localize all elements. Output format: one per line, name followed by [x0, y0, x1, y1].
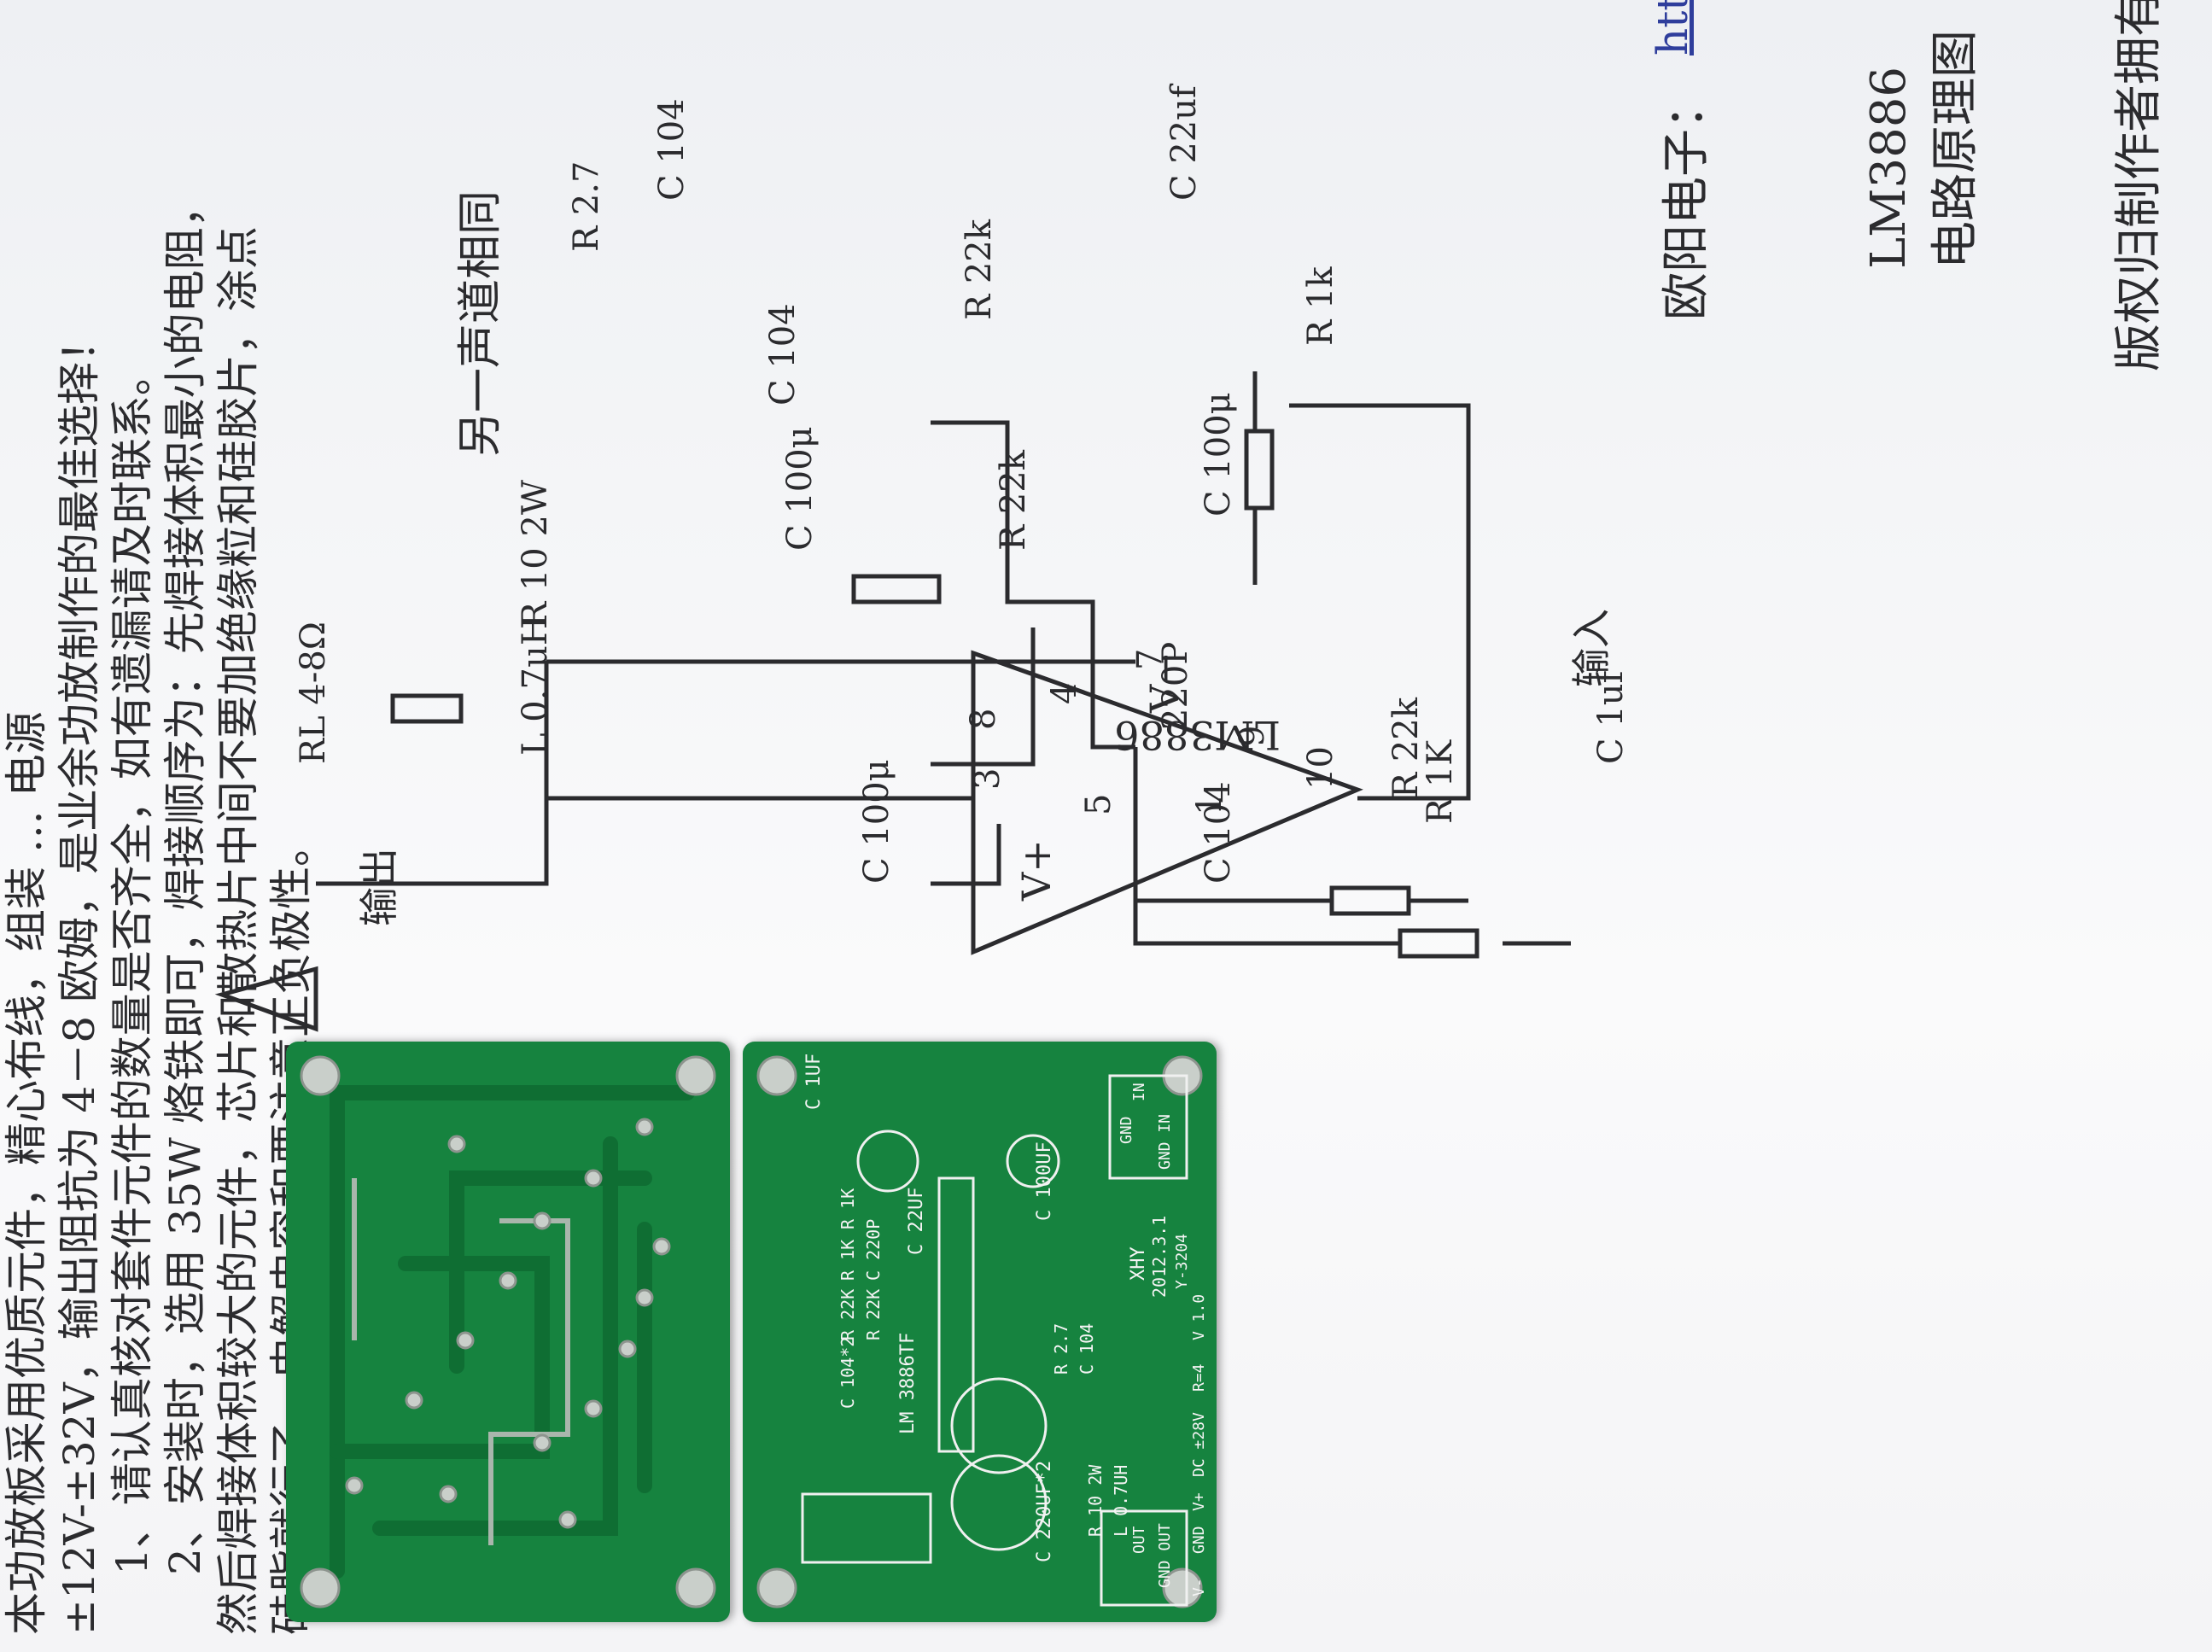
opamp-triangle [971, 650, 1363, 955]
cmp-c22uf: C 22uf [1164, 83, 1204, 201]
pin-1: 1 [1190, 794, 1229, 815]
pcb-silk-in: IN [1130, 1083, 1148, 1101]
pcb-top-side: C 1UF 63V LM 3886TF C 220UF*2 C 100UF C … [743, 1008, 1217, 1622]
pcb-silk-xhy: XHY [1128, 1246, 1149, 1281]
input-label: 输入 [1568, 609, 1614, 687]
pcb-bottom-traces [300, 1055, 716, 1608]
cmp-r1k: R 1K [1421, 739, 1460, 824]
cmp-c100u-b: C 100μ [780, 426, 820, 551]
shop-label: 欧阳电子： [1659, 81, 1714, 320]
cmp-c100u-a: C 100μ [857, 759, 896, 884]
cmp-r1k-b: R 1k [1301, 266, 1340, 346]
pcb-silk-r22k-a: R 22K [838, 1289, 858, 1340]
pcb-silk-r22k-b: R 22K [863, 1289, 884, 1340]
pcb-silk-vpos: V+ [1190, 1492, 1208, 1511]
pcb-silk-l07: L 0.7UH [1111, 1465, 1131, 1537]
pcb-silk-r27: R 2.7 [1051, 1323, 1071, 1375]
schematic-title-2: 电路原理图 [1928, 30, 1983, 269]
cmp-c100u-c: C 100μ [1199, 392, 1238, 517]
pcb-bottom-side [286, 1042, 730, 1622]
cmp-r22k-fb: R 22k [994, 449, 1033, 551]
pin-9: 9 [1233, 726, 1272, 747]
cmp-c1uf: C 1uf [1591, 668, 1631, 764]
supply-pos: V+ [1013, 839, 1059, 902]
pcb-silk-model: Y-3204 [1173, 1234, 1191, 1289]
pcb-silk-lm3886: LM 3886TF [897, 1333, 919, 1434]
cmp-c104-c: C 104 [652, 98, 692, 201]
pcb-silk-r10: R 10 2W [1085, 1464, 1106, 1537]
pin-5: 5 [1079, 794, 1118, 815]
pcb-silk-vneg: V- [1190, 1578, 1208, 1597]
other-channel-note: 另一声道相同 [455, 190, 506, 457]
pin-4: 4 [1045, 683, 1084, 704]
pin-8: 8 [964, 709, 1003, 730]
speaker-icon [214, 966, 318, 1032]
shop-url-link[interactable]: http://shop35388463.taobao.com/ [1648, 0, 1697, 55]
supply-neg: V− [1141, 651, 1188, 714]
pin-7: 7 [1130, 649, 1170, 670]
pcb-silk-gnd-b: GND [1190, 1526, 1208, 1554]
copyright-line: 版权归制作者拥有 [2111, 0, 2167, 371]
pcb-silk-c104x2: C 104*2 [838, 1337, 858, 1409]
pcb-silk-v10: V 1.0 [1190, 1294, 1208, 1340]
pcb-silk-r1k-a: R 1K [838, 1240, 858, 1281]
pcb-top-silkscreen: C 1UF 63V LM 3886TF C 220UF*2 C 100UF C … [756, 1008, 1208, 1608]
pcb-silk-c220uf: C 220UF*2 [1034, 1461, 1055, 1562]
cmp-r10-2w: R 10 2W [516, 480, 555, 628]
cmp-r27: R 2.7 [567, 161, 606, 252]
cmp-c104-b: C 104 [763, 303, 803, 406]
pin-3: 3 [968, 768, 1007, 790]
output-label: 输出 [356, 848, 402, 926]
pcb-silk-c104: C 104 [1077, 1323, 1097, 1375]
pcb-bottom-pads [300, 1055, 716, 1608]
pcb-silk-c22uf: C 22UF [906, 1188, 927, 1255]
chip-label: LM3886 [1114, 712, 1281, 758]
cmp-c104-a: C 104 [1199, 781, 1238, 884]
pcb-silk-c100uf: C 100UF [1034, 1141, 1055, 1221]
cmp-220p: 220P [1156, 642, 1195, 730]
cmp-rl: RL 4-8Ω [294, 622, 333, 764]
pcb-silk-c220p: C 220P [863, 1219, 884, 1281]
pcb-silk-r1k-b: R 1K [838, 1188, 858, 1229]
schematic-title-1: LM3886 [1861, 66, 1917, 269]
cmp-r22k-in: R 22k [1386, 697, 1426, 798]
pcb-silk-out: OUT [1130, 1526, 1148, 1554]
cmp-l07: L 0.7μH [516, 616, 555, 756]
pcb-silk-dc: DC ±28V [1190, 1412, 1208, 1477]
pin-10: 10 [1301, 746, 1340, 790]
pcb-silk-r4: R=4 [1190, 1363, 1208, 1392]
pcb-silk-gnd-in: GND IN [1156, 1114, 1174, 1170]
cmp-r22k-b: R 22k [960, 219, 999, 320]
pcb-silk-date: 2012.3.1 [1149, 1216, 1170, 1298]
pcb-silk-gnd-out: GND OUT [1156, 1523, 1174, 1588]
pcb-silk-gnd-a: GND [1118, 1116, 1135, 1144]
